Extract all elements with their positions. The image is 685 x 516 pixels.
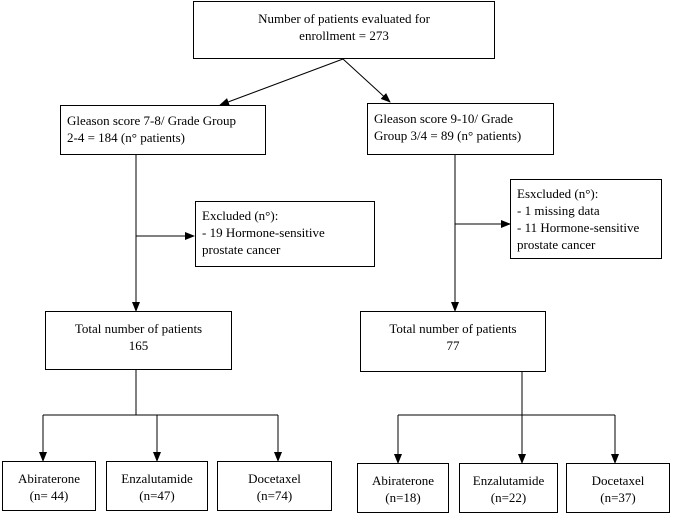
right-group-box: Gleason score 9-10/ Grade Group 3/4 = 89…: [367, 103, 554, 155]
evaluated-line-1: Number of patients evaluated for: [258, 11, 430, 26]
right-docetaxel-box: Docetaxel (n=37): [566, 463, 670, 513]
evaluated-box: Number of patients evaluated for enrollm…: [193, 1, 495, 59]
right-excluded-box: Esxcluded (n°): - 1 missing data - 11 Ho…: [510, 179, 662, 259]
right-excluded-line-3: prostate cancer: [517, 237, 596, 252]
left-total-line-2: 165: [128, 338, 149, 353]
right-total-line-1: Total number of patients: [389, 321, 517, 336]
right-enzalutamide-box: Enzalutamide (n=22): [459, 463, 558, 513]
right-excluded-line-2: - 11 Hormone-sensitive: [517, 220, 640, 235]
right-enzalutamide-n: (n=22): [490, 490, 527, 505]
right-excluded-line-1: - 1 missing data: [517, 203, 600, 218]
arrow-top-to-right-group: [342, 58, 391, 103]
left-excluded-box: Excluded (n°): - 19 Hormone-sensitive pr…: [195, 201, 375, 267]
left-group-line-2: 2-4 = 184 (n° patients): [67, 130, 185, 145]
left-total-line-1: Total number of patients: [74, 321, 203, 336]
right-group-line-1: Gleason score 9-10/ Grade: [374, 111, 513, 126]
right-enzalutamide-name: Enzalutamide: [472, 473, 545, 488]
left-abiraterone-name: Abiraterone: [17, 471, 81, 486]
left-docetaxel-box: Docetaxel (n=74): [217, 461, 332, 511]
evaluated-line-2: enrollment = 273: [299, 28, 389, 43]
right-excluded-title: Esxcluded (n°):: [517, 186, 599, 201]
right-docetaxel-n: (n=37): [600, 490, 636, 505]
left-excluded-line-1: - 19 Hormone-sensitive: [202, 225, 325, 240]
right-abiraterone-box: Abiraterone (n=18): [357, 463, 449, 513]
right-group-line-2: Group 3/4 = 89 (n° patients): [374, 128, 522, 143]
left-enzalutamide-n: (n=47): [139, 488, 175, 503]
left-group-line-1: Gleason score 7-8/ Grade Group: [67, 113, 236, 128]
right-docetaxel-name: Docetaxel: [591, 473, 645, 488]
left-abiraterone-box: Abiraterone (n= 44): [2, 461, 96, 511]
left-group-box: Gleason score 7-8/ Grade Group 2-4 = 184…: [60, 105, 266, 155]
left-enzalutamide-box: Enzalutamide (n=47): [106, 461, 208, 511]
right-abiraterone-name: Abiraterone: [371, 473, 435, 488]
arrow-top-to-left-group: [219, 58, 344, 106]
left-excluded-line-2: prostate cancer: [202, 242, 281, 257]
left-abiraterone-n: (n= 44): [29, 488, 69, 503]
right-abiraterone-n: (n=18): [385, 490, 421, 505]
left-docetaxel-n: (n=74): [256, 488, 293, 503]
right-total-line-2: 77: [446, 338, 460, 353]
right-total-box: Total number of patients 77: [360, 311, 546, 372]
left-excluded-title: Excluded (n°):: [202, 208, 279, 223]
left-total-box: Total number of patients 165: [45, 311, 232, 370]
left-enzalutamide-name: Enzalutamide: [121, 471, 193, 486]
left-docetaxel-name: Docetaxel: [248, 471, 301, 486]
